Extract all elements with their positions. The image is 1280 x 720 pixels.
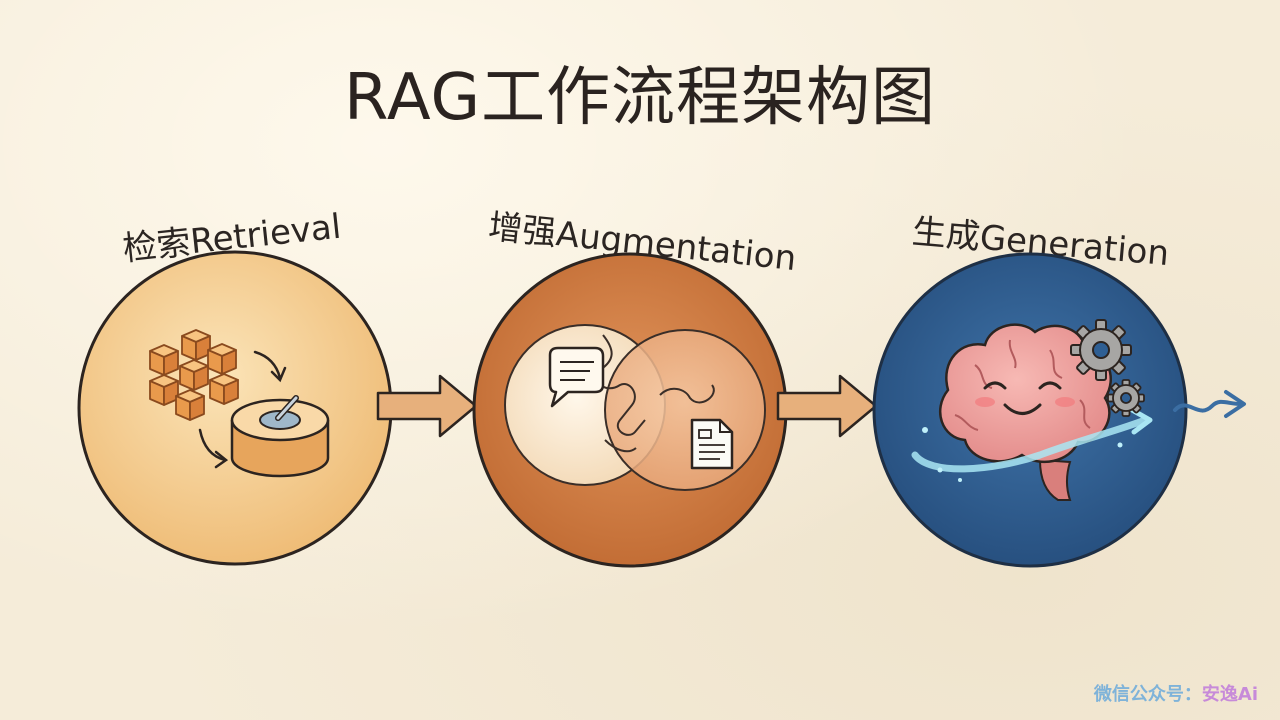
watermark-prefix: 微信公众号： — [1093, 684, 1202, 705]
cube-stack-icon — [149, 329, 239, 421]
arrow-right-icon — [376, 374, 478, 438]
page-title: RAG工作流程架构图 — [343, 61, 937, 135]
document-icon — [690, 418, 734, 470]
arrow-right-icon — [776, 374, 878, 438]
flow-arrow-icon — [198, 350, 287, 469]
database-key-icon — [230, 395, 330, 478]
stage-circle-augmentation — [472, 252, 788, 568]
gear-icon — [1070, 319, 1132, 381]
chat-bubble-icon — [548, 346, 605, 408]
brain-icon — [938, 323, 1112, 501]
watermark-name: 安逸Ai — [1201, 684, 1258, 705]
stage-circle-retrieval — [77, 250, 393, 566]
gear-icon — [1107, 379, 1145, 417]
watermark: 微信公众号：安逸Ai — [1094, 680, 1258, 706]
swirl-ribbon — [911, 407, 1153, 482]
output-arrow-icon — [1173, 390, 1246, 418]
puzzle-icon — [595, 334, 715, 453]
